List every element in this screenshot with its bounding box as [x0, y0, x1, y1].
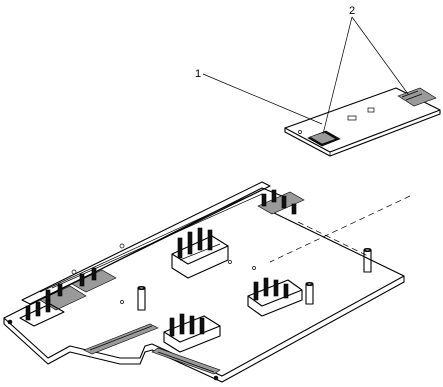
- card-connector-front: [307, 130, 341, 147]
- socket-block-right: [247, 277, 303, 317]
- card-guide-rail: [21, 181, 271, 305]
- front-edge-connector: [83, 323, 159, 355]
- daughter-card: [284, 87, 441, 157]
- card-connector-rear: [397, 87, 437, 107]
- callout-2-label: 2: [349, 5, 355, 17]
- alignment-lines: [269, 195, 411, 263]
- socket-block-lower: [163, 313, 221, 353]
- connector-block-top: [257, 189, 305, 215]
- connector-block-left: [39, 243, 125, 311]
- system-board: [3, 181, 405, 383]
- standoff-posts: [137, 247, 372, 311]
- callout-2: 2: [322, 5, 409, 135]
- socket-block-front-left: [19, 299, 65, 327]
- callout-1-label: 1: [195, 68, 201, 80]
- socket-block-middle: [171, 227, 229, 279]
- callout-1: 1: [195, 68, 323, 125]
- rear-edge-connector: [151, 347, 221, 375]
